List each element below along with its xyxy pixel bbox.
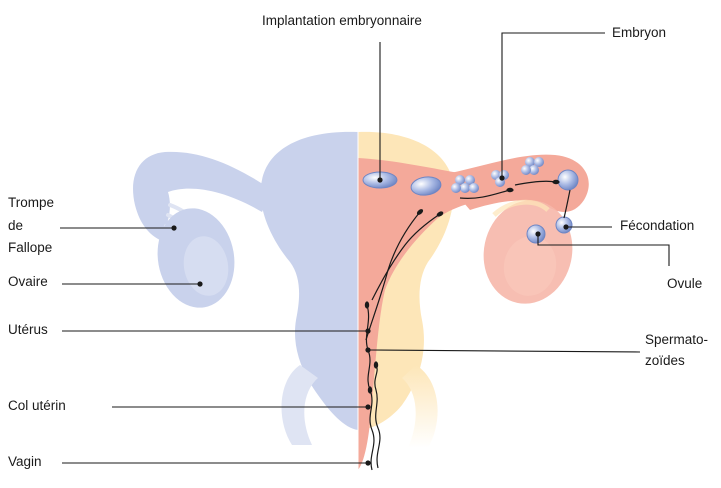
label-trompe-line1: Trompe — [8, 194, 54, 211]
label-trompe-line3: Fallope — [8, 239, 52, 256]
label-ovule: Ovule — [667, 275, 702, 292]
label-ovaire: Ovaire — [8, 273, 48, 290]
label-spermato-line1: Spermato- — [645, 331, 708, 348]
label-spermato-line2: zoïdes — [645, 352, 685, 369]
uterus-left-half — [133, 132, 358, 445]
label-trompe-line2: de — [8, 217, 23, 234]
label-uterus: Utérus — [8, 321, 48, 338]
label-col-uterin: Col utérin — [8, 397, 66, 414]
label-implantation: Implantation embryonnaire — [262, 12, 422, 29]
label-vagin: Vagin — [8, 453, 42, 470]
label-fecondation: Fécondation — [620, 217, 694, 234]
label-embryon: Embryon — [612, 24, 666, 41]
